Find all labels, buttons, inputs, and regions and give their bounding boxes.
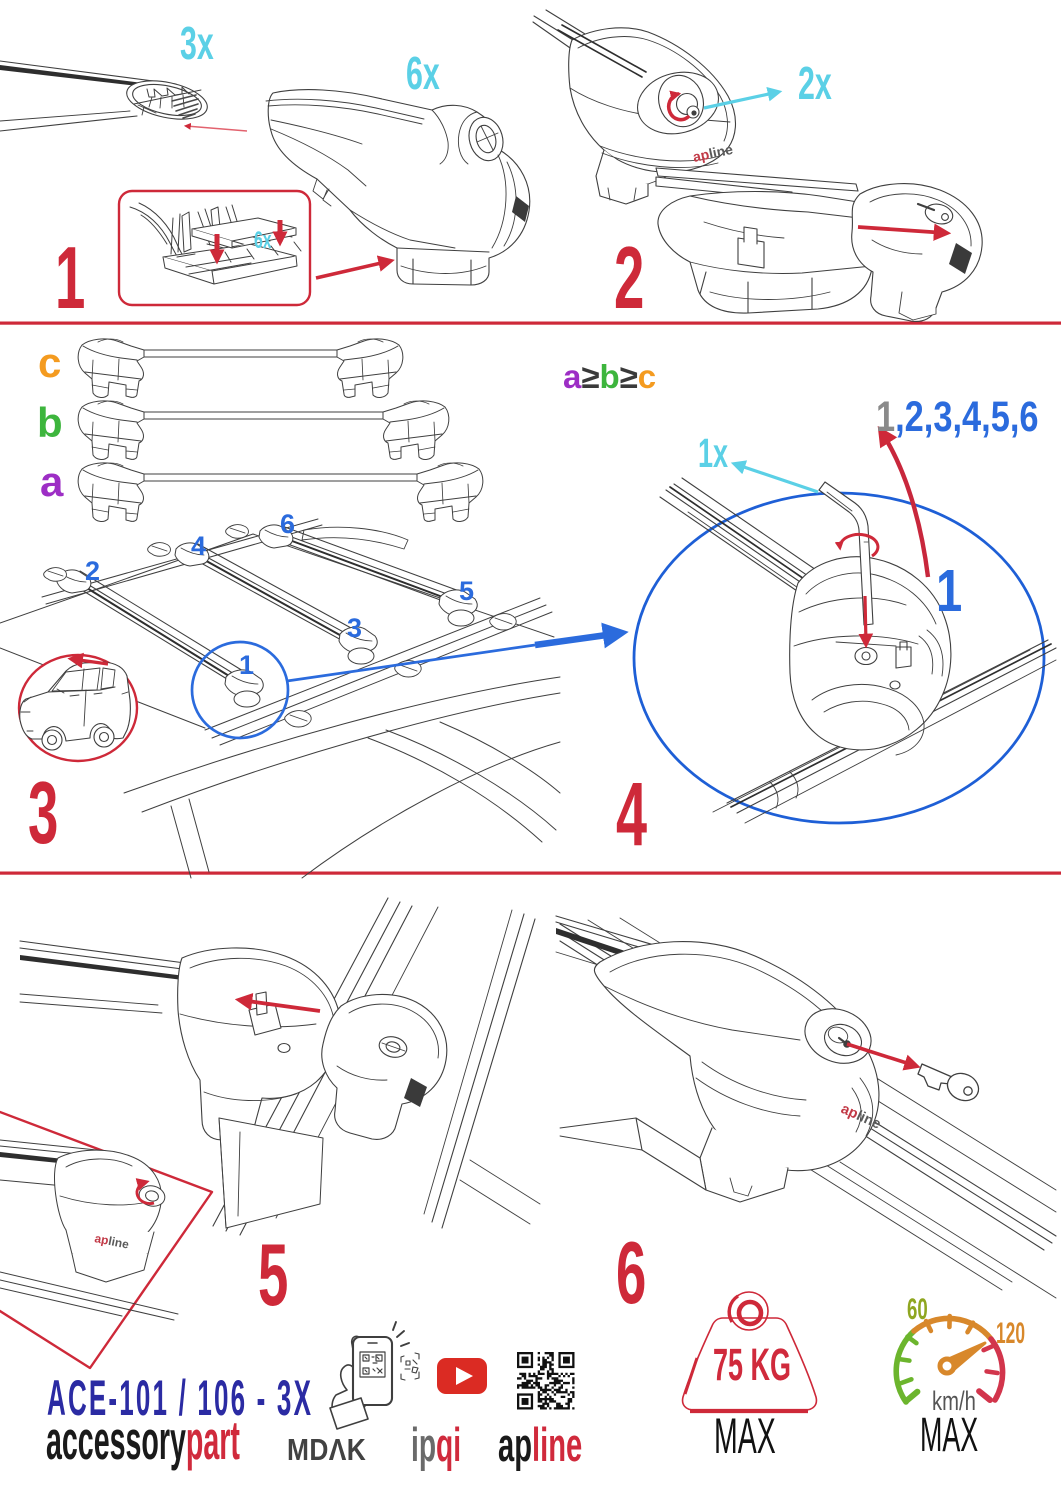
svg-text:MAX: MAX <box>714 1408 776 1465</box>
svg-text:6: 6 <box>280 509 295 539</box>
svg-text:1x: 1x <box>698 432 729 477</box>
svg-text:3x: 3x <box>180 19 214 70</box>
svg-text:2: 2 <box>85 556 100 586</box>
svg-text:c: c <box>38 339 61 386</box>
svg-text:3: 3 <box>28 764 58 863</box>
svg-text:3: 3 <box>347 613 362 643</box>
svg-text:a≥b≥c: a≥b≥c <box>563 358 656 395</box>
svg-text:1: 1 <box>55 229 85 328</box>
svg-text:apline: apline <box>498 1420 582 1472</box>
svg-text:6: 6 <box>616 1224 646 1323</box>
svg-text:2x: 2x <box>798 59 832 110</box>
svg-text:accessorypart: accessorypart <box>46 1410 240 1471</box>
svg-text:1,2,3,4,5,6: 1,2,3,4,5,6 <box>876 393 1039 440</box>
svg-text:km/h: km/h <box>932 1386 976 1417</box>
svg-text:apline: apline <box>93 1231 130 1251</box>
svg-text:75 KG: 75 KG <box>713 1339 791 1390</box>
svg-text:apline: apline <box>691 141 734 165</box>
svg-text:4: 4 <box>616 763 647 864</box>
svg-text:1: 1 <box>239 650 254 680</box>
svg-text:6x: 6x <box>254 228 272 254</box>
svg-text:5: 5 <box>258 1226 288 1325</box>
svg-text:ACE-101 / 106 - 3X: ACE-101 / 106 - 3X <box>47 1371 313 1426</box>
svg-text:120: 120 <box>996 1317 1025 1350</box>
svg-text:60: 60 <box>907 1293 928 1327</box>
svg-text:1: 1 <box>936 559 962 624</box>
svg-text:MAX: MAX <box>920 1409 978 1462</box>
svg-text:6x: 6x <box>406 49 440 100</box>
svg-text:MDΛK: MDΛK <box>287 1433 366 1467</box>
svg-text:2: 2 <box>614 229 644 328</box>
svg-text:4: 4 <box>191 531 206 561</box>
svg-text:a: a <box>40 458 64 505</box>
svg-text:ipqi: ipqi <box>411 1420 461 1472</box>
svg-text:b: b <box>37 399 63 446</box>
svg-text:5: 5 <box>459 576 474 606</box>
